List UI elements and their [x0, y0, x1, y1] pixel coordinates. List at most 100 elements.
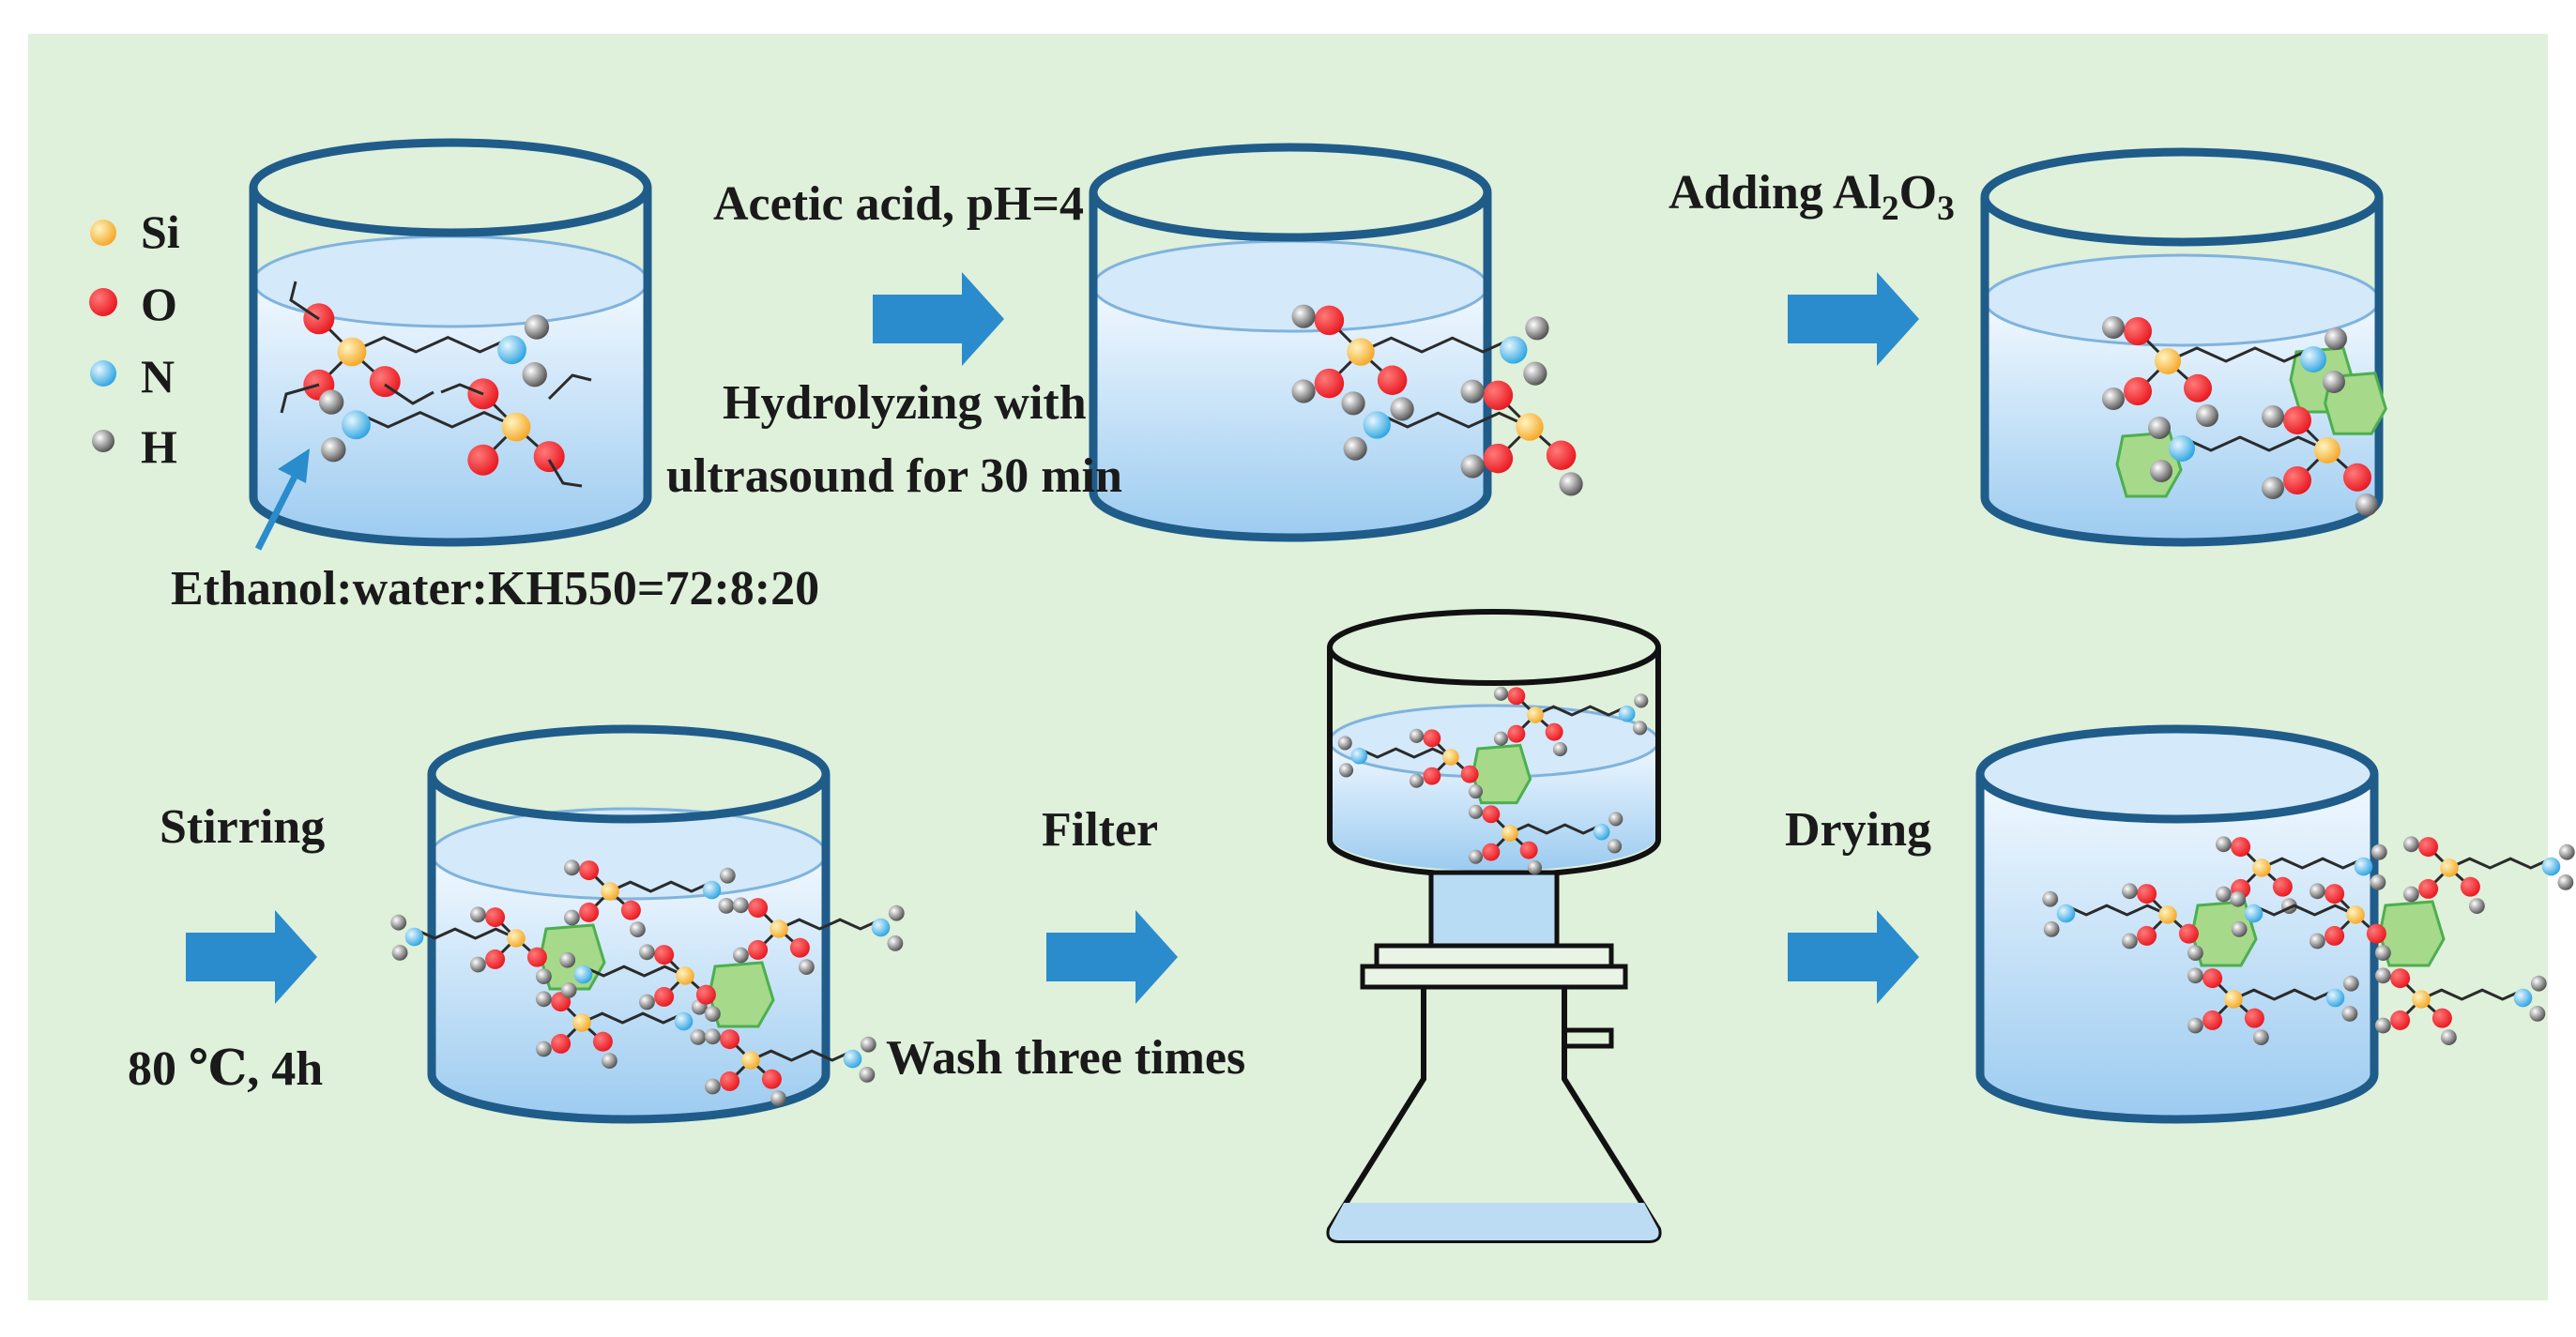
- legend-n-label: N: [141, 350, 175, 403]
- cluster4b-silane-a-hydrogen-o2: [639, 994, 655, 1010]
- mol3b-hydrogen-n2: [2150, 460, 2172, 482]
- clusterF-silane-c-chain: [1509, 823, 1603, 835]
- acetic-acid-label: Acetic acid, pH=4: [713, 177, 1085, 231]
- cluster6b-silane-b-oxygen-3: [2460, 876, 2480, 897]
- hydrolyzing-label-line1: Hydrolyzing with: [723, 376, 1087, 430]
- cluster6a-silane-a-hydrogen-o2: [2122, 933, 2138, 950]
- mol1b-ethoxy-1: [440, 383, 484, 396]
- mol1b-hydrogen-n2: [321, 437, 346, 463]
- mol1a-ethoxy-1: [289, 281, 320, 321]
- cluster6a-silane-b-oxygen-3: [2272, 876, 2293, 897]
- beaker-step2-bottom: [1089, 492, 1492, 542]
- cluster6a-silane-a-silicon: [2158, 905, 2177, 924]
- cluster4b-silane-c-oxygen-1: [720, 1029, 740, 1050]
- clusterF-silane-a-oxygen-1: [1423, 729, 1441, 748]
- cluster4b-silane-c-hydrogen-n1: [860, 1036, 876, 1053]
- mol3a-nitrogen: [2300, 346, 2326, 372]
- clusterF-silane-a-hydrogen-n2: [1338, 763, 1354, 778]
- cluster4a-silane-b-hydrogen-n1: [719, 867, 736, 884]
- cluster4a-silane-a-hydrogen-o3: [536, 968, 552, 984]
- mol2a-oxygen-2: [1314, 368, 1345, 399]
- cluster6a-silane-a-oxygen-1: [2137, 884, 2157, 904]
- mol3a-chain: [2167, 346, 2314, 363]
- mol2a-oxygen-3: [1377, 365, 1408, 395]
- cluster6b-silane-c-hydrogen-n2: [2529, 1006, 2546, 1022]
- cluster4b-silane-a-silicon: [676, 966, 694, 985]
- mol1a-ethoxy-2: [280, 383, 320, 414]
- mol3b-oxygen-3: [2343, 463, 2371, 492]
- cluster6a-silane-c-oxygen-1: [2203, 968, 2223, 989]
- cluster4a-silane-a-hydrogen-o2: [470, 956, 486, 973]
- cluster4b-silane-b-hydrogen-o2: [733, 947, 749, 964]
- molecules-layer: [280, 281, 2575, 1106]
- mol2a-hydrogen-n2: [1523, 361, 1547, 386]
- cluster4b-silane-a-oxygen-3: [695, 984, 716, 1005]
- cluster4a-silane-c-nitrogen: [674, 1011, 694, 1031]
- mol1b-chain: [355, 410, 517, 429]
- legend-h-label: H: [141, 420, 177, 473]
- cluster6b-silane-a-chain: [2252, 904, 2356, 917]
- clusterF-silane-a-hydrogen-n1: [1337, 736, 1352, 751]
- stirring-label: Stirring: [160, 800, 326, 854]
- cluster4b-silane-a-nitrogen: [573, 965, 593, 984]
- cluster6a-silane-a-hydrogen-o3: [2187, 945, 2203, 961]
- cluster6a-silane-b-silicon: [2252, 858, 2271, 877]
- mol2b-nitrogen: [1363, 411, 1391, 439]
- molecules-step4: [390, 859, 905, 1106]
- cluster6a-silane-b-nitrogen: [2354, 857, 2373, 876]
- clusterF-silane-c-oxygen-1: [1482, 805, 1501, 824]
- adding-alumina-label: Adding Al2O3: [1669, 165, 1955, 228]
- cluster4a-silane-b-chain: [609, 880, 713, 893]
- clusterF-silane-b-chain: [1534, 705, 1628, 717]
- clusterF-silane-b-hydrogen-n2: [1632, 721, 1648, 736]
- cluster6b-silane-a-hydrogen-o1: [2309, 883, 2325, 900]
- cluster6a-silane-a-chain: [2065, 904, 2169, 917]
- cluster4a-silane-a-hydrogen-n2: [391, 945, 408, 961]
- mol3b-hydrogen-o2: [2262, 477, 2284, 499]
- mol3b-nitrogen: [2169, 435, 2195, 462]
- mol2b-oxygen-3: [1546, 440, 1577, 470]
- cluster6b-silane-c-hydrogen-o2: [2375, 1017, 2391, 1034]
- clusterF-silane-c-hydrogen-o1: [1468, 804, 1484, 819]
- cluster6a-silane-c-hydrogen-o2: [2187, 1017, 2203, 1034]
- mol3a-hydrogen-o1: [2102, 316, 2125, 339]
- cluster6a-silane-c-hydrogen-n1: [2342, 975, 2359, 992]
- beaker-step2-liquid: [1093, 286, 1487, 538]
- mol1b-hydrogen-n1: [318, 389, 344, 415]
- clusterF-silane-c-silicon: [1501, 825, 1518, 842]
- mol2b-hydrogen-n1: [1341, 391, 1365, 416]
- cluster6b-silane-a-nitrogen: [2244, 904, 2264, 923]
- funnel-stem: [1428, 870, 1560, 950]
- mol2a-oxygen-1: [1314, 305, 1345, 336]
- cluster4b-silane-b-oxygen-1: [748, 898, 769, 919]
- mol3b-hydrogen-o1: [2262, 405, 2284, 428]
- ethanol-pointer-head: [278, 448, 310, 483]
- cluster6a-silane-b-hydrogen-o1: [2216, 836, 2232, 853]
- mol3b-chain: [2181, 435, 2328, 452]
- cluster4a-silane-b-hydrogen-n2: [718, 898, 735, 914]
- cluster4b-silane-c-chain: [750, 1049, 854, 1062]
- arrows-layer: [186, 272, 1919, 1004]
- beaker-step4-bottom: [427, 1073, 831, 1124]
- cluster6a-silane-b-chain: [2261, 857, 2365, 870]
- cluster6b-silane-c-hydrogen-n1: [2530, 975, 2547, 992]
- beaker-step6-bottom: [1975, 1073, 2379, 1124]
- mol1a-hydrogen-n2: [522, 362, 547, 387]
- mol1b-ethoxy-2: [547, 459, 583, 488]
- clusterF-silane-b-oxygen-3: [1545, 722, 1563, 741]
- temperature-label: 80 ℃, 4h: [128, 1042, 324, 1096]
- cluster6b-silane-c-oxygen-1: [2390, 968, 2411, 989]
- clusterF-silane-a-chain: [1358, 747, 1452, 759]
- mol2b-hydrogen-o2: [1460, 454, 1485, 479]
- mol2a-hydrogen-o3: [1390, 397, 1414, 421]
- cluster4a-silane-a-hydrogen-n1: [390, 914, 407, 931]
- legend-o-label: O: [141, 278, 177, 330]
- cluster4b-silane-a-hydrogen-o1: [639, 944, 655, 961]
- legend-h-icon: [92, 430, 114, 452]
- cluster4a-silane-a-hydrogen-o1: [470, 906, 486, 923]
- cluster4a-silane-b-hydrogen-o2: [564, 909, 580, 926]
- mol3b-oxygen-2: [2283, 466, 2311, 494]
- cluster6a-silane-a-hydrogen-o1: [2122, 883, 2138, 900]
- mol3a-silicon: [2155, 348, 2181, 374]
- mol1a-hydrogen-n1: [524, 314, 550, 340]
